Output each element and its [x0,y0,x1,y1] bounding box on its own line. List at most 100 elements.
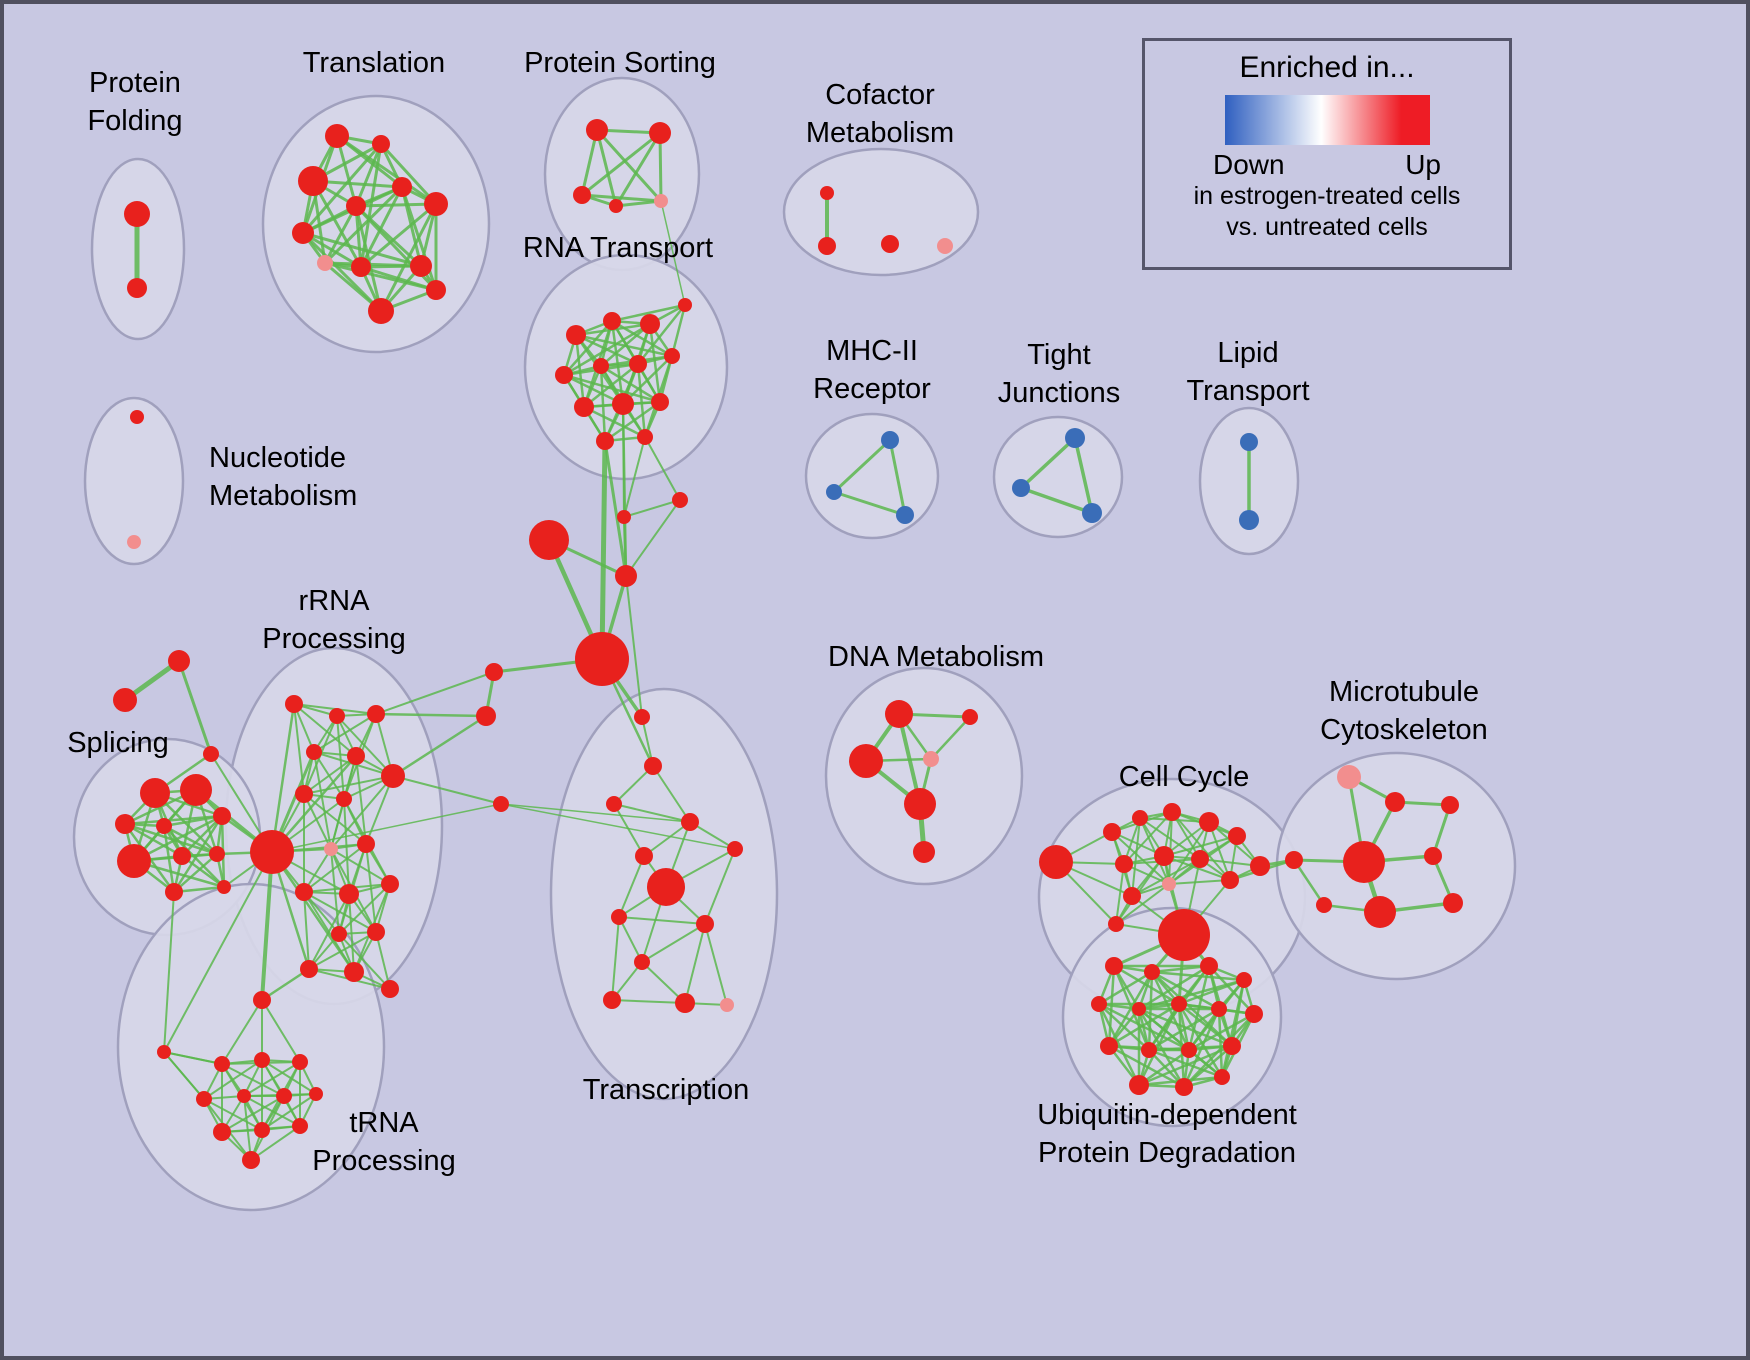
network-node-rr11 [357,835,375,853]
network-node-mt3 [1441,796,1459,814]
network-node-tr11 [254,1122,270,1138]
network-node-c3 [529,520,569,560]
network-node-cc12 [1221,871,1239,889]
cluster-ellipse-cm [782,147,980,277]
network-edge [1208,821,1231,881]
network-edge [613,803,691,823]
network-edge [260,850,274,1002]
network-edge [562,373,662,404]
network-node-ub14 [1129,1075,1149,1095]
network-node-pf1 [124,201,150,227]
network-node-cm2 [818,237,836,255]
network-edge [1111,831,1170,885]
network-node-ub2 [1144,964,1160,980]
network-node-tj1 [1065,428,1085,448]
network-node-rr15 [331,926,347,942]
network-node-c5 [575,632,629,686]
network-edge [1177,1002,1234,1048]
network-node-rr6 [381,764,405,788]
network-edge [929,715,972,761]
network-edge [391,714,488,778]
network-edge [123,814,224,826]
network-edge [582,362,640,409]
network-edge [1150,970,1191,1052]
network-node-cc3 [1132,810,1148,826]
network-node-x3 [203,746,219,762]
network-node-dm2 [962,709,978,725]
network-edge [644,436,681,501]
network-node-rr2 [329,708,345,724]
network-node-rt2 [603,312,621,330]
network-node-tx9 [696,915,714,933]
network-edge [359,202,438,269]
network-node-cc6 [1228,827,1246,845]
network-node-tx13 [720,998,734,1012]
network-edge [1123,811,1173,865]
network-edge [261,1059,317,1095]
network-node-tx2 [644,757,662,775]
network-edge [1019,486,1094,515]
network-edge [660,200,686,306]
cluster-ellipse-nm [83,396,185,566]
network-edge [1147,1007,1221,1052]
network-edge [1137,1044,1234,1087]
network-node-rt6 [593,358,609,374]
network-node-rt13 [637,429,653,445]
network-edge [614,199,663,208]
network-edge [354,142,383,208]
legend-title: Enriched in... [1239,51,1415,84]
cluster-label-sp: Splicing [67,727,169,759]
network-node-rr10 [324,842,338,856]
network-edge [1199,858,1261,867]
network-node-tx11 [603,991,621,1009]
network-node-cc2 [1103,823,1121,841]
network-edge [221,999,263,1065]
network-node-ub1 [1105,957,1123,975]
network-node-tr12 [292,1118,308,1134]
network-node-x1 [168,650,190,672]
network-node-mt1 [1337,765,1361,789]
network-node-ub13 [1223,1037,1241,1055]
network-edge [1139,817,1170,885]
network-node-tx5 [727,841,743,857]
network-node-cc14 [1158,909,1210,961]
network-edge [1207,964,1256,1016]
network-node-sp10 [217,880,231,894]
network-node-cm3 [881,235,899,253]
network-node-rt8 [664,348,680,364]
network-node-ub16 [1214,1069,1230,1085]
network-edge [355,755,367,845]
cluster-label-pf: Protein [89,67,181,99]
network-node-rt5 [555,366,573,384]
cluster-label-tj: Tight [1027,339,1090,371]
cluster-label-tj: Junctions [998,377,1121,409]
network-node-cc10 [1162,877,1176,891]
network-edge [611,999,686,1004]
cluster-label-dm: DNA Metabolism [828,641,1044,673]
network-edge [261,999,301,1063]
network-edge [636,362,647,439]
network-node-ub3 [1200,957,1218,975]
network-node-tl9 [351,257,371,277]
network-edge [611,916,620,1001]
network-node-mt8 [1364,896,1396,928]
network-edge [1150,970,1221,1011]
cluster-label-nm: Metabolism [209,480,357,512]
network-node-tx1 [634,709,650,725]
network-node-sp3 [115,814,135,834]
network-node-tx6 [635,847,653,865]
network-node-cc5 [1199,812,1219,832]
cluster-ellipse-mt [1275,751,1517,981]
network-edge [625,575,643,718]
network-node-rr8 [336,791,352,807]
network-node-tl6 [392,177,412,197]
network-node-ub12 [1181,1042,1197,1058]
network-edge [330,848,340,935]
network-edge [163,851,273,1053]
network-node-cc4 [1163,803,1181,821]
network-node-ub15 [1175,1078,1193,1096]
network-node-rt3 [640,314,660,334]
network-edge [613,765,654,805]
network-edge [335,134,438,206]
network-edge [330,798,345,850]
